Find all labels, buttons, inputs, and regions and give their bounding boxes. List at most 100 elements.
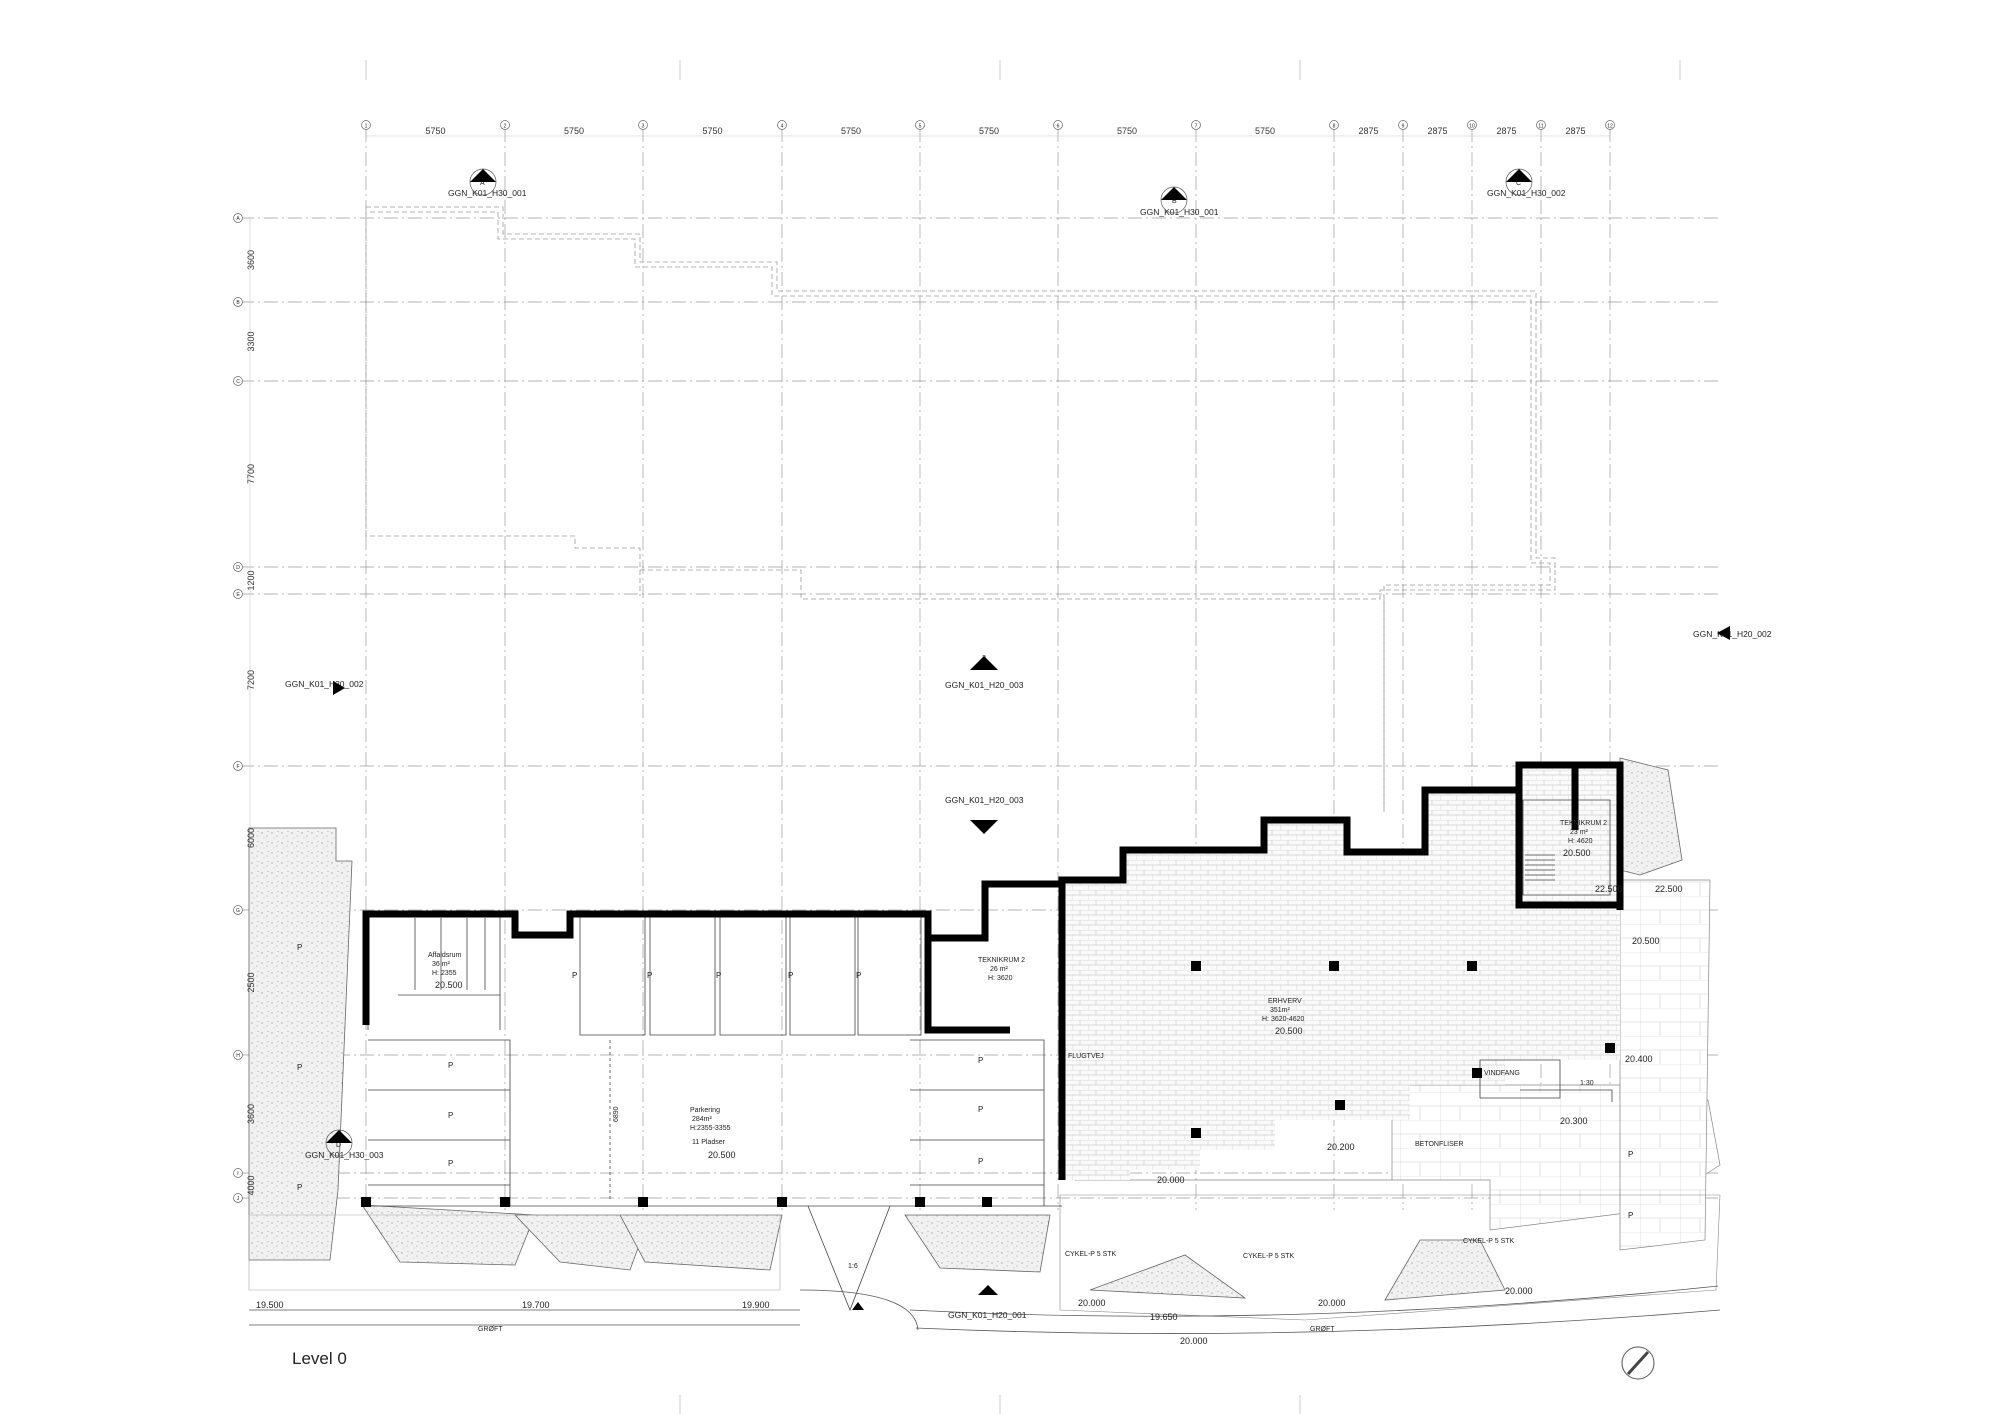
row-dimension: 3600 — [246, 250, 256, 270]
column — [1605, 1043, 1615, 1053]
grid-row-label: G — [236, 908, 240, 914]
grid-col-label: 10 — [1469, 124, 1475, 130]
grid-bubble-row — [233, 905, 243, 915]
level-ext-10: 19.900 — [742, 1300, 770, 1310]
grid-row-label: C — [236, 379, 240, 385]
section-ref-1[interactable]: GGN_K01_H20_003 — [945, 795, 1024, 805]
grid-bubble-col — [1605, 120, 1615, 130]
col-dimension: 5750 — [979, 126, 999, 136]
svg-text:ERHVERV: ERHVERV — [1268, 998, 1302, 1005]
room-affaldsrum[interactable]: Affaldsrum 36 m² H: 2355 20.500 — [428, 952, 463, 990]
section-marker-west-icon — [333, 681, 345, 695]
ramp-slope: 1:6 — [848, 1263, 858, 1270]
col-dimension: 5750 — [1255, 126, 1275, 136]
section-ref-2[interactable]: GGN_K01_H20_003 — [945, 680, 1024, 690]
svg-text:284m²: 284m² — [692, 1116, 713, 1123]
section-ref-bottom[interactable]: GGN_K01_H20_001 — [948, 1310, 1027, 1320]
parking-space-marker: P — [297, 943, 302, 952]
parking-space-marker: P — [1628, 1150, 1633, 1159]
level-ext-6: 20.200 — [1327, 1142, 1355, 1152]
grid-bubble-col — [1536, 120, 1546, 130]
ramp-arrow-icon — [852, 1302, 864, 1310]
level-ext-11: 20.000 — [1078, 1298, 1106, 1308]
level-parkering: 20.500 — [708, 1150, 736, 1160]
row-dimension: 4000 — [246, 1175, 256, 1195]
level-affaldsrum: 20.500 — [435, 980, 463, 990]
column — [1329, 961, 1339, 971]
svg-text:H: 2355: H: 2355 — [432, 970, 457, 977]
parking-space-marker: P — [856, 971, 861, 980]
grid-bubble-row — [233, 297, 243, 307]
column — [1467, 961, 1477, 971]
entry-slope: 1:30 — [1580, 1080, 1594, 1087]
grid-col-label: 2 — [504, 124, 507, 130]
grid-bubble-col — [500, 120, 510, 130]
col-dimension: 5750 — [425, 126, 445, 136]
section-marker-east-icon — [1717, 626, 1730, 640]
grid-bubble-col — [361, 120, 371, 130]
grid-bubble-row — [233, 1168, 243, 1178]
svg-text:Parkering: Parkering — [690, 1107, 720, 1114]
section-marker-b-icon — [1161, 187, 1187, 200]
column — [777, 1197, 787, 1207]
svg-text:26 m²: 26 m² — [990, 966, 1009, 973]
marker-b-label: B — [1172, 198, 1177, 205]
level-ext-7: 20.000 — [1157, 1175, 1185, 1185]
grid-row-label: B — [236, 300, 240, 306]
room-teknikrum-b[interactable]: TEKNIKRUM 2 23 m² H: 4620 20.500 — [1560, 820, 1607, 858]
col-dimension: 2875 — [1565, 126, 1585, 136]
column — [500, 1197, 510, 1207]
grid-col-label: 4 — [781, 124, 784, 130]
ditch-label-west: GRØFT — [478, 1326, 503, 1333]
parking-space-marker: P — [448, 1061, 453, 1070]
room-teknikrum-a[interactable]: TEKNIKRUM 2 26 m² H: 3620 — [978, 957, 1025, 982]
column — [915, 1197, 925, 1207]
section-ref-east[interactable]: GGN_K01_H20_002 — [1693, 629, 1772, 639]
grid-bubble-col — [1329, 120, 1339, 130]
section-ref-west[interactable]: GGN_K01_H30_002 — [285, 679, 364, 689]
svg-text:Affaldsrum: Affaldsrum — [428, 952, 461, 959]
grid-bubble-col — [638, 120, 648, 130]
room-erhverv[interactable]: ERHVERV 351m² H: 3620-4620 20.500 — [1262, 998, 1305, 1036]
grid-bubble-row — [233, 589, 243, 599]
parking-space-marker: P — [572, 971, 577, 980]
col-dimension: 5750 — [564, 126, 584, 136]
level-ext-5: 20.300 — [1560, 1116, 1588, 1126]
grid-row-label: A — [236, 216, 240, 222]
row-dimension: 3300 — [246, 331, 256, 351]
grid-row-label: F — [236, 764, 239, 770]
level-ext-14: 20.000 — [1505, 1286, 1533, 1296]
grid-bubble-col — [1398, 120, 1408, 130]
parking-space-marker: P — [716, 971, 721, 980]
marker-d-label: D — [336, 1142, 341, 1149]
row-dimension: 2500 — [246, 972, 256, 992]
grid-col-label: 5 — [919, 124, 922, 130]
section-marker-c-icon — [1506, 169, 1532, 182]
svg-text:36 m²: 36 m² — [432, 961, 451, 968]
landscape — [248, 757, 1683, 1301]
level-erhverv: 20.500 — [1275, 1026, 1303, 1036]
row-dimension: 7200 — [246, 670, 256, 690]
parking-space-marker: P — [788, 971, 793, 980]
cykel-label-2: CYKEL-P 5 STK — [1243, 1253, 1295, 1260]
svg-text:H: 3620: H: 3620 — [988, 975, 1013, 982]
level-ext-9: 19.700 — [522, 1300, 550, 1310]
section-ref-a[interactable]: GGN_K01_H30_001 — [448, 188, 527, 198]
section-marker-2-icon — [970, 656, 998, 670]
room-parkering[interactable]: Parkering 284m² H:2355-3355 11 Pladser 2… — [690, 1107, 736, 1160]
level-ext-13: 20.000 — [1318, 1298, 1346, 1308]
svg-text:TEKNIKRUM 2: TEKNIKRUM 2 — [1560, 820, 1607, 827]
col-dimension: 5750 — [841, 126, 861, 136]
grid-col-label: 1 — [365, 124, 368, 130]
col-dimension: 2875 — [1427, 126, 1447, 136]
interior-partitions — [367, 799, 1613, 1312]
parking-space-marker: P — [978, 1105, 983, 1114]
level-ext-1: 22.500 — [1595, 884, 1623, 894]
column — [982, 1197, 992, 1207]
grid-bubble-row — [233, 761, 243, 771]
grid-bubble-col — [777, 120, 787, 130]
parking-space-marker: P — [297, 1183, 302, 1192]
row-dimension: 7700 — [246, 464, 256, 484]
column — [638, 1197, 648, 1207]
